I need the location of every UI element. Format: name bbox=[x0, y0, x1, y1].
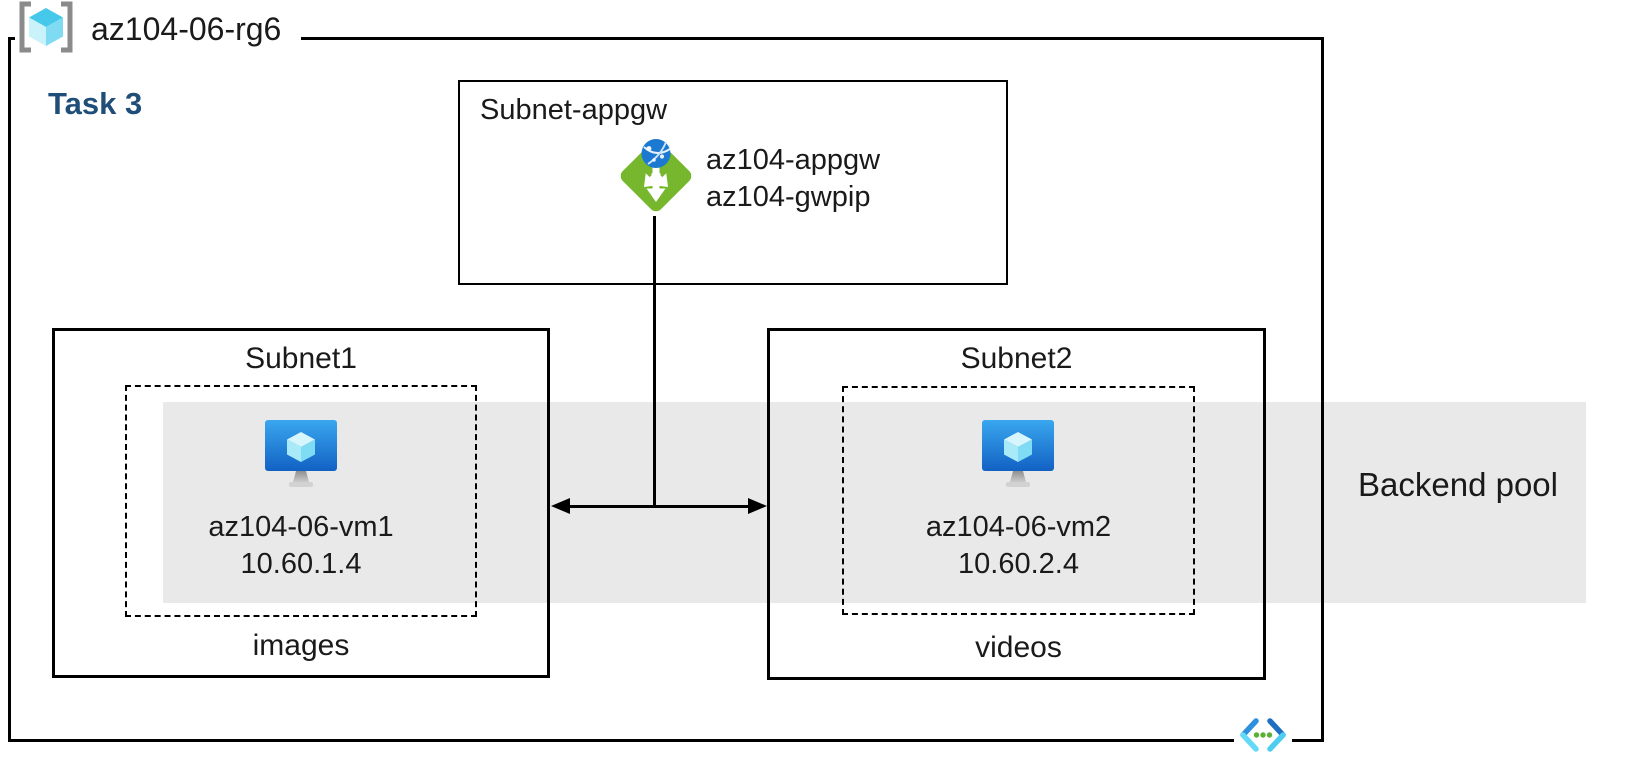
subnet1-box: Subnet1 bbox=[52, 328, 550, 678]
task-label: Task 3 bbox=[48, 86, 143, 121]
application-gateway-icon bbox=[612, 131, 700, 224]
backend-pool-label: Backend pool bbox=[1358, 466, 1558, 503]
vm1-labels: az104-06-vm1 10.60.1.4 bbox=[125, 509, 477, 583]
appgw-subnet-box: Subnet-appgw bbox=[458, 80, 1008, 285]
connector-horizontal-line bbox=[566, 505, 752, 508]
subnet2-backend-dashed-box bbox=[842, 386, 1195, 615]
virtual-machine-icon-vm2 bbox=[979, 419, 1057, 494]
vm1-ip-label: 10.60.1.4 bbox=[240, 548, 362, 580]
left-arrowhead-icon bbox=[551, 498, 570, 514]
backend-pool-band bbox=[163, 402, 1586, 603]
resource-group-box bbox=[8, 37, 1324, 742]
resource-group-icon bbox=[17, 1, 75, 58]
appgw-labels: az104-appgw az104-gwpip bbox=[706, 142, 880, 216]
appgw-subnet-title: Subnet-appgw bbox=[480, 94, 668, 126]
vm2-labels: az104-06-vm2 10.60.2.4 bbox=[842, 509, 1195, 583]
subnet2-storage-label: videos bbox=[975, 631, 1062, 664]
resource-group-title: az104-06-rg6 bbox=[91, 10, 282, 47]
vm2-name-label: az104-06-vm2 bbox=[925, 511, 1112, 543]
right-arrowhead-icon bbox=[748, 498, 767, 514]
virtual-network-icon bbox=[1234, 713, 1292, 757]
subnet2-title: Subnet2 bbox=[960, 342, 1073, 375]
subnet2-box: Subnet2 bbox=[767, 328, 1266, 680]
appgw-name-label: az104-appgw bbox=[706, 144, 881, 176]
subnet1-title: Subnet1 bbox=[245, 342, 357, 375]
subnet1-storage-label: images bbox=[252, 629, 350, 662]
vm1-name-label: az104-06-vm1 bbox=[208, 511, 394, 543]
subnet1-backend-dashed-box bbox=[125, 385, 477, 617]
resource-group-header: az104-06-rg6 bbox=[15, 1, 302, 58]
vm2-ip-label: 10.60.2.4 bbox=[958, 548, 1079, 580]
connector-vertical-line bbox=[653, 216, 656, 507]
virtual-machine-icon-vm1 bbox=[262, 419, 340, 494]
appgw-public-ip-label: az104-gwpip bbox=[706, 181, 871, 213]
